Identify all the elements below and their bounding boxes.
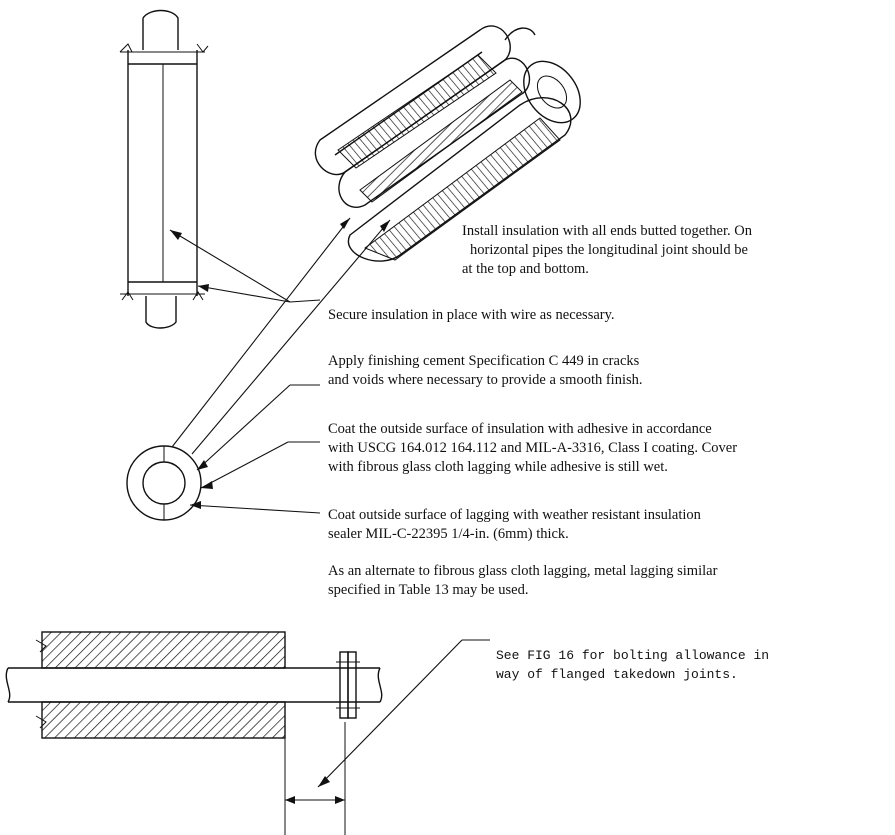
insulation-half-shells bbox=[314, 25, 581, 262]
note-line: Coat outside surface of lagging with wea… bbox=[328, 507, 701, 523]
note-alternate-lagging: As an alternate to fibrous glass cloth l… bbox=[328, 562, 717, 600]
note-secure-insulation: Secure insulation in place with wire as … bbox=[328, 306, 615, 325]
note-line: Coat the outside surface of insulation w… bbox=[328, 421, 712, 437]
horizontal-pipe-flange bbox=[5, 631, 383, 835]
note-line: Install insulation with all ends butted … bbox=[462, 223, 752, 239]
note-line: specified in Table 13 may be used. bbox=[328, 582, 529, 598]
note-line: horizontal pipes the longitudinal joint … bbox=[470, 242, 748, 258]
note-line: See FIG 16 for bolting allowance in bbox=[496, 648, 770, 663]
pipe-cross-section bbox=[126, 445, 202, 521]
note-line: As an alternate to fibrous glass cloth l… bbox=[328, 563, 718, 579]
arrowheads bbox=[170, 218, 390, 804]
note-coat-adhesive: Coat the outside surface of insulation w… bbox=[328, 420, 737, 477]
leader-lines bbox=[169, 217, 490, 788]
note-line: and voids where necessary to provide a s… bbox=[328, 372, 643, 388]
note-line: with USCG 164.012 164.112 and MIL-A-3316… bbox=[328, 440, 738, 456]
note-line: sealer MIL-C-22395 1/4-in. (6mm) thick. bbox=[328, 526, 569, 542]
note-coat-lagging: Coat outside surface of lagging with wea… bbox=[328, 506, 701, 544]
note-line: Secure insulation in place with wire as … bbox=[328, 307, 615, 323]
note-line: Apply finishing cement Specification C 4… bbox=[328, 353, 640, 369]
vertical-pipe-elevation bbox=[119, 9, 209, 329]
note-install-insulation: Install insulation with all ends butted … bbox=[462, 222, 752, 279]
note-line: way of flanged takedown joints. bbox=[496, 667, 738, 682]
note-line: with fibrous glass cloth lagging while a… bbox=[328, 459, 668, 475]
note-finishing-cement: Apply finishing cement Specification C 4… bbox=[328, 352, 643, 390]
note-bolting-allowance: See FIG 16 for bolting allowance in way … bbox=[496, 646, 769, 684]
note-line: at the top and bottom. bbox=[462, 261, 589, 277]
